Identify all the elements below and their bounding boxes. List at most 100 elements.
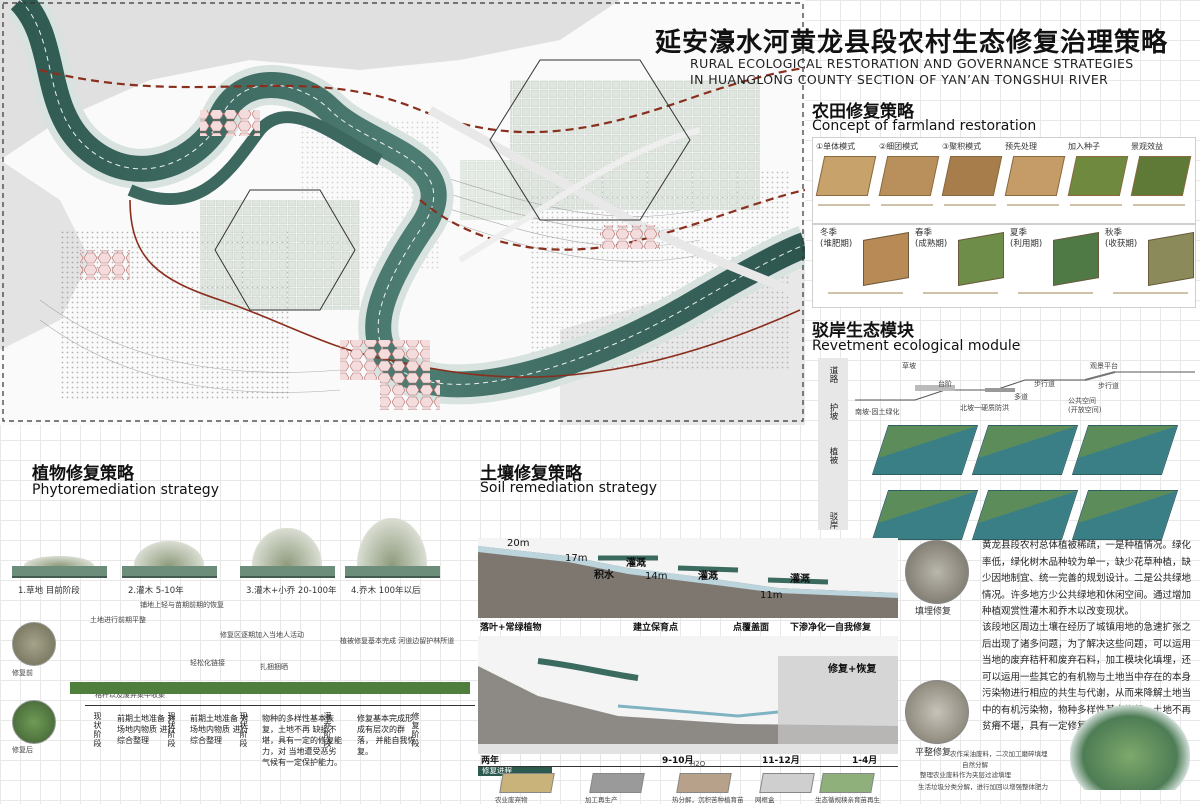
season-caption-line	[828, 292, 903, 294]
revetment-module-block	[971, 425, 1079, 475]
soil-caption: 建立保育点	[633, 623, 679, 633]
plant-step-axis	[85, 705, 475, 706]
farm-mode-label: ③聚积模式	[942, 142, 982, 151]
soil-timeline-label: 1-4月	[852, 756, 878, 766]
season-block	[1053, 231, 1099, 287]
highway	[458, 127, 701, 263]
soil-flow-label: 灌溉	[626, 558, 646, 569]
zone-hexagon	[489, 59, 691, 221]
soil-process-axis	[478, 766, 898, 767]
plant-note: 植被修复基本完成 河道边留护林所道	[340, 637, 455, 645]
plant-stage-label: 4.乔木 100年以后	[351, 586, 421, 596]
season-block	[863, 231, 909, 287]
farm-mode-label: ①单体模式	[816, 142, 856, 151]
soil-section-top	[478, 538, 898, 618]
farm-mode-label: ②细团模式	[879, 142, 919, 151]
page-subtitle-en-line2: IN HUANGLONG COUNTY SECTION OF YAN’AN TO…	[690, 72, 1109, 87]
farm-mode-tile	[1130, 156, 1192, 196]
revetment-label: 观景平台	[1090, 362, 1118, 370]
plant-note: 土地进行前期平整	[90, 616, 146, 624]
revetment-heading-zh: 驳岸生态模块	[812, 321, 914, 341]
revetment-module-block	[971, 490, 1079, 540]
revetment-module-block	[871, 425, 979, 475]
revetment-label: 步行道	[1098, 382, 1119, 390]
revetment-side-bar	[818, 358, 848, 530]
soil-height-label: 20m	[507, 538, 530, 549]
description-note: 农作采油废料，二次加工磨碎填埋	[950, 750, 1048, 758]
soil-caption: 下渗净化一自我修复	[790, 623, 872, 633]
plant-stage-vegetation	[134, 541, 204, 566]
soil-process-icon	[819, 773, 875, 793]
soil-process-label: 农业废弃物	[495, 796, 528, 804]
season-caption-line	[1113, 292, 1188, 294]
farmland-grid	[510, 80, 760, 210]
plant-phase-label: 修复阶段	[411, 712, 420, 748]
plant-phase-label: 灌乔阶段	[323, 712, 332, 748]
plant-heading-en: Phytoremediation strategy	[32, 482, 219, 498]
soil-timeline-label: 9-10月	[662, 756, 694, 766]
plant-stage-label: 2.灌木 5-10年	[128, 586, 184, 596]
season-label: 秋季 (收获期)	[1105, 228, 1138, 249]
ecology-island-illustration	[1070, 705, 1190, 790]
revetment-label: 多道	[1014, 393, 1028, 401]
plant-note: 修复区逐期加入当地人活动	[220, 631, 304, 639]
soil-height-label: 11m	[760, 590, 783, 601]
farm-mode-tile	[815, 156, 877, 196]
soil-process-icon	[759, 773, 815, 793]
revetment-label: 草坡	[902, 362, 916, 370]
plant-stage-ground	[122, 566, 217, 578]
site-plan-map	[0, 0, 805, 425]
description-note: 整理农业废料作为夹层过滤填埋	[920, 771, 1011, 779]
soil-flow-label: 灌溉	[790, 574, 810, 585]
revetment-side-label: 驳岸	[828, 512, 838, 529]
plant-note: 修复后	[12, 746, 33, 754]
revetment-module-block	[1071, 490, 1179, 540]
plant-stage-label: 3.灌木+小乔 20-100年	[246, 586, 337, 596]
soil-process-icon	[676, 773, 732, 793]
soil-height-label: 17m	[565, 553, 588, 564]
soil-heading-zh: 土壤修复策略	[480, 464, 582, 484]
revetment-label: 北坡一硬质防洪	[960, 404, 1009, 412]
revetment-label: 南坡-固土绿化	[855, 408, 900, 416]
flat-repair-label: 平整修复	[915, 748, 952, 758]
soil-timeline-bar: 修复进程	[478, 766, 552, 776]
plant-heading-zh: 植物修复策略	[32, 464, 134, 484]
revetment-section-sketch	[855, 371, 1195, 401]
season-label: 冬季 (堆肥期)	[820, 228, 853, 249]
plant-stage-ground	[12, 566, 107, 578]
farm-mode-tile	[1004, 156, 1066, 196]
before-circle	[12, 622, 56, 666]
soil-caption: 落叶+常绿植物	[480, 623, 542, 633]
farm-mode-label: 景观效益	[1131, 142, 1163, 151]
revetment-side-label: 道路	[828, 366, 838, 383]
farm-mode-label: 预先处理	[1005, 142, 1037, 151]
plant-note: 修复前	[12, 669, 33, 677]
farm-mode-label: 加入种子	[1068, 142, 1100, 151]
farm-mode-tile	[1067, 156, 1129, 196]
soil-process-label: 网框盒	[755, 796, 775, 804]
plant-step-text: 物种的多样性基本恢复，土地不再 缺损不堪，具有一定的修复能力，对 当地遭受恶劣气…	[262, 714, 342, 767]
soil-height-label: 14m	[645, 571, 668, 582]
revetment-label: 公共空间 (开放空间)	[1068, 397, 1102, 414]
soil-process-label: 热分解，沉积苦种植育苗	[672, 796, 744, 804]
soil-section-bottom	[478, 636, 898, 754]
soil-process-label: 加工再生产	[585, 796, 618, 804]
revetment-heading-en: Revetment ecological module	[812, 338, 1021, 354]
soil-heading-en: Soil remediation strategy	[480, 480, 658, 496]
plant-stage-vegetation	[357, 518, 427, 566]
map-frame	[2, 2, 804, 422]
soil-repair-label: 修复+恢复	[828, 664, 877, 675]
revetment-label: 步行道	[1034, 380, 1055, 388]
plant-phase-label: 现状阶段	[167, 712, 176, 748]
description-paragraph-1: 黄龙县段农村总体植被稀疏，一是种植情况。绿化率低，绿化树木品种较为单一，缺少花草…	[982, 540, 1192, 617]
season-block	[958, 231, 1004, 287]
farmland-grid	[200, 200, 360, 310]
farm-mode-caption-line	[1070, 204, 1122, 206]
zone-hexagon	[214, 189, 356, 311]
road-dashed	[419, 188, 805, 251]
plant-phase-label: 现状阶段	[93, 712, 102, 748]
revetment-side-label: 植被	[828, 447, 838, 464]
plant-note: 轻松化链接	[190, 659, 225, 667]
farmland-mode-panel	[812, 137, 1196, 224]
season-caption-line	[1018, 292, 1093, 294]
